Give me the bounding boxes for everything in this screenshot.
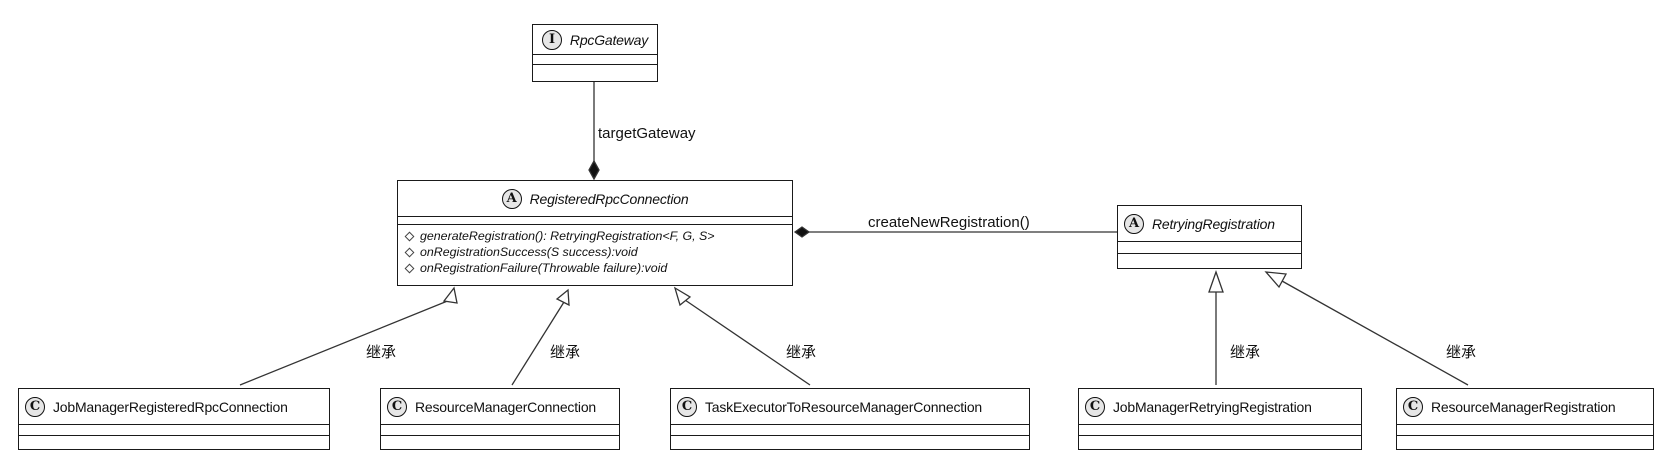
fields-section [381,425,619,436]
method-signature: generateRegistration(): RetryingRegistra… [420,229,715,243]
edge-inherit-3 [684,299,811,386]
inherit-triangle-icon [673,286,692,307]
method-row: onRegistrationSuccess(S success):void [404,244,786,260]
fields-section [671,425,1029,436]
task-executor-to-resource-manager-connection-class[interactable]: C TaskExecutorToResourceManagerConnectio… [670,388,1030,450]
method-signature: onRegistrationFailure(Throwable failure)… [420,261,668,275]
class-badge-icon: C [387,396,407,417]
fields-section [1118,242,1301,254]
create-new-registration-label: createNewRegistration() [868,214,1030,231]
methods-section [381,436,619,449]
abstract-badge-icon: A [1124,213,1144,234]
class-header: C ResourceManagerRegistration [1397,389,1653,425]
inherit-triangle-icon [1208,270,1224,293]
class-badge-icon: C [677,396,697,417]
fields-section [1079,425,1361,436]
interface-badge-icon: I [541,29,562,50]
fields-section [398,217,792,225]
job-manager-retrying-registration-class[interactable]: C JobManagerRetryingRegistration [1078,388,1362,450]
inherit-label: 继承 [1230,343,1261,361]
class-badge-icon: C [25,396,45,417]
methods-section [533,65,657,79]
class-name: RetryingRegistration [1152,215,1275,232]
methods-section [1079,436,1361,449]
class-header: C TaskExecutorToResourceManagerConnectio… [671,389,1029,425]
class-header: I RpcGateway [533,25,657,55]
resource-manager-registration-class[interactable]: C ResourceManagerRegistration [1396,388,1654,450]
edge-inherit-1 [239,299,451,386]
class-name: TaskExecutorToResourceManagerConnection [705,398,983,415]
inherit-label: 继承 [366,343,397,361]
fields-section [1397,425,1653,436]
protected-visibility-icon [404,263,415,273]
edge-inherit-2 [511,301,565,386]
class-badge-icon: C [1403,396,1423,417]
method-signature: onRegistrationSuccess(S success):void [420,245,638,259]
resource-manager-connection-class[interactable]: C ResourceManagerConnection [380,388,620,450]
rpc-gateway-interface[interactable]: I RpcGateway [532,24,658,82]
class-badge-icon: C [1085,396,1105,417]
method-row: onRegistrationFailure(Throwable failure)… [404,260,786,276]
class-header: C ResourceManagerConnection [381,389,619,425]
class-header: C JobManagerRegisteredRpcConnection [19,389,329,425]
inherit-triangle-icon [442,286,458,304]
inherit-label: 继承 [786,343,817,361]
retrying-registration-class[interactable]: A RetryingRegistration [1117,205,1302,269]
protected-visibility-icon [404,231,415,241]
class-name: ResourceManagerConnection [415,398,596,415]
class-name: RpcGateway [569,31,649,48]
methods-section: generateRegistration(): RetryingRegistra… [398,225,792,279]
registered-rpc-connection-class[interactable]: A RegisteredRpcConnection generateRegist… [397,180,793,286]
fields-section [533,55,657,65]
class-name: RegisteredRpcConnection [529,190,689,207]
class-header: A RetryingRegistration [1118,206,1301,242]
methods-section [19,436,329,449]
class-name: ResourceManagerRegistration [1431,398,1616,415]
method-row: generateRegistration(): RetryingRegistra… [404,228,786,244]
job-manager-registered-rpc-connection-class[interactable]: C JobManagerRegisteredRpcConnection [18,388,330,450]
class-header: A RegisteredRpcConnection [398,181,792,217]
methods-section [671,436,1029,449]
inherit-triangle-icon [1264,271,1288,289]
composition-diamond-icon [793,226,811,238]
inherit-label: 继承 [550,343,581,361]
edge-inherit-5 [1281,280,1469,386]
fields-section [19,425,329,436]
class-name: JobManagerRegisteredRpcConnection [53,398,288,415]
abstract-badge-icon: A [501,188,522,209]
protected-visibility-icon [404,247,415,257]
class-name: JobManagerRetryingRegistration [1113,398,1312,415]
class-header: C JobManagerRetryingRegistration [1079,389,1361,425]
methods-section [1397,436,1653,449]
composition-diamond-icon [588,159,600,181]
inherit-triangle-icon [555,288,570,307]
inherit-label: 继承 [1446,343,1477,361]
methods-section [1118,254,1301,268]
target-gateway-label: targetGateway [598,125,696,142]
